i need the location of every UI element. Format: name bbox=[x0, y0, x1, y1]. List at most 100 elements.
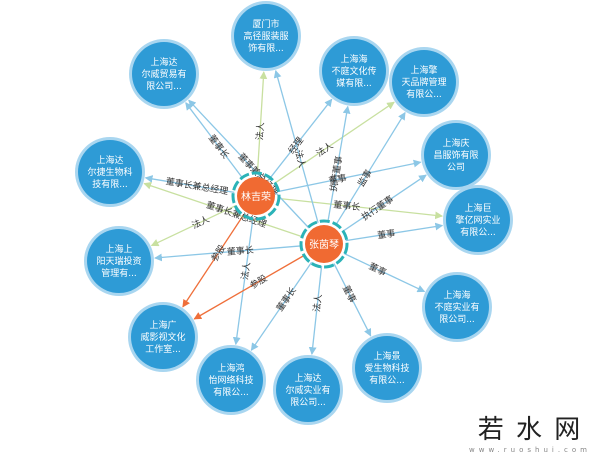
company-label-line: 公司 bbox=[447, 162, 465, 173]
company-label-line: 阳天瑞投资 bbox=[96, 255, 141, 267]
edge-p1-c1 bbox=[256, 71, 268, 175]
company-node-c13[interactable]: 上海景爱生物科技有限公... bbox=[352, 333, 422, 403]
company-node-c8[interactable]: 上海上阳天瑞投资管理有... bbox=[84, 226, 154, 296]
company-node-c7[interactable]: 上海巨擎亿网实业有限公... bbox=[443, 185, 513, 255]
company-node-c2[interactable]: 上海达尔威贸易有限公司... bbox=[129, 39, 199, 109]
company-label-line: 饰有限... bbox=[248, 42, 284, 54]
edge-p2-c5 bbox=[143, 182, 304, 238]
company-label-line: 不庭实业有 bbox=[434, 301, 479, 313]
edge-label: 董事 bbox=[367, 260, 388, 279]
person-label: 林吉荣 bbox=[241, 190, 271, 203]
edge-p1-c6 bbox=[277, 159, 422, 193]
edge-p1-c8 bbox=[150, 204, 237, 247]
company-label-line: 上海巨 bbox=[464, 202, 491, 214]
company-label-line: 工作室... bbox=[145, 343, 181, 355]
company-node-c1[interactable]: 厦门市高径服装服饰有限... bbox=[231, 1, 301, 71]
edge-p1-c2 bbox=[185, 102, 244, 179]
edge-p2-c12 bbox=[308, 265, 323, 355]
company-label-line: 怡网络科技 bbox=[208, 374, 253, 386]
edge-p2-c2 bbox=[188, 99, 310, 229]
company-label-line: 技有限... bbox=[92, 178, 128, 190]
company-node-c9[interactable]: 上海海不庭实业有限公司... bbox=[422, 272, 492, 342]
edge-label: 董事长 bbox=[274, 285, 299, 314]
company-node-circle bbox=[131, 305, 195, 369]
edge-p1-c11 bbox=[232, 217, 254, 346]
person-node-p1[interactable]: 林吉荣 bbox=[231, 171, 281, 221]
company-node-circle bbox=[322, 39, 386, 103]
edge-label: 法人 bbox=[239, 261, 253, 280]
edge-labels-layer: 法人董事长经理法人董事长兼总经理董事董事长法人参股法人法人董事兼总经理执行董事监… bbox=[165, 122, 396, 314]
edge-p2-c7 bbox=[345, 222, 444, 242]
edge-p2-c11 bbox=[250, 261, 313, 351]
edge-label: 董事长 bbox=[206, 132, 232, 161]
company-label-line: 高径服装服 bbox=[243, 30, 288, 42]
company-node-circle bbox=[355, 336, 419, 400]
edge-p2-c1 bbox=[273, 69, 319, 223]
edge-p2-c10 bbox=[193, 254, 306, 320]
edges-layer bbox=[143, 69, 444, 355]
edge-label: 董事 bbox=[328, 172, 348, 187]
company-node-c4[interactable]: 上海擎天品牌管理有限公... bbox=[389, 47, 459, 117]
company-label-line: 上海庆 bbox=[442, 137, 469, 149]
edge-label: 董事 bbox=[376, 227, 396, 242]
edge-p1-c10 bbox=[182, 214, 245, 308]
company-label-line: 有限公... bbox=[406, 88, 442, 100]
edge-label: 法人 bbox=[254, 122, 267, 141]
company-node-c3[interactable]: 上海海不庭文化传媒有限... bbox=[319, 36, 389, 106]
person-node-p2[interactable]: 张茵琴 bbox=[299, 219, 349, 269]
company-node-c12[interactable]: 上海达尔威实业有限公司... bbox=[273, 355, 343, 425]
edge-label: 法人 bbox=[292, 149, 308, 170]
company-label-line: 有限公... bbox=[369, 374, 405, 386]
company-node-c5[interactable]: 上海达尔捷生物科技有限... bbox=[75, 137, 145, 207]
company-label-line: 天品牌管理 bbox=[401, 76, 446, 88]
company-label-line: 上海达 bbox=[294, 372, 321, 384]
company-node-circle bbox=[199, 348, 263, 412]
company-label-line: 上海达 bbox=[150, 56, 177, 68]
person-node-ring bbox=[231, 171, 281, 221]
edge-label: 董事长 bbox=[226, 244, 254, 258]
company-node-circle bbox=[446, 188, 510, 252]
company-node-c10[interactable]: 上海广威影视文化工作室... bbox=[128, 302, 198, 372]
edge-p1-c7 bbox=[277, 197, 443, 220]
company-node-c11[interactable]: 上海鸿怡网络科技有限公... bbox=[196, 345, 266, 415]
person-label: 张茵琴 bbox=[309, 239, 339, 251]
company-node-circle bbox=[424, 123, 488, 187]
edge-p1-c3 bbox=[269, 98, 333, 180]
company-label-line: 上海上 bbox=[105, 243, 132, 255]
edge-p2-c9 bbox=[343, 252, 426, 293]
company-label-line: 上海鸿 bbox=[217, 362, 244, 374]
company-node-circle bbox=[87, 229, 151, 293]
edge-label: 法人 bbox=[314, 139, 336, 159]
company-label-line: 尔威贸易有 bbox=[141, 68, 186, 80]
company-label-line: 不庭文化传 bbox=[331, 65, 376, 77]
company-node-circle bbox=[392, 50, 456, 114]
company-node-circle bbox=[132, 42, 196, 106]
edge-label: 董事长 bbox=[333, 198, 361, 213]
watermark-subtext: www.ruoshui.com bbox=[469, 446, 591, 454]
company-label-line: 昌服饰有限 bbox=[433, 149, 478, 161]
company-node-circle bbox=[425, 275, 489, 339]
person-node-ring bbox=[299, 219, 349, 269]
company-node-circle bbox=[78, 140, 142, 204]
edge-p2-c13 bbox=[333, 263, 372, 337]
company-label-line: 威影视文化 bbox=[140, 331, 185, 343]
company-node-circle bbox=[276, 358, 340, 422]
edge-p2-c4 bbox=[335, 111, 406, 226]
company-label-line: 上海海 bbox=[443, 289, 470, 301]
company-label-line: 厦门市 bbox=[252, 18, 279, 30]
company-label-line: 擎亿网实业 bbox=[455, 214, 500, 226]
edge-p1-c5 bbox=[144, 175, 235, 194]
edge-label: 董事 bbox=[340, 283, 359, 304]
person-node-circle bbox=[237, 177, 275, 215]
company-label-line: 有限公... bbox=[213, 386, 249, 398]
company-label-line: 媒有限... bbox=[336, 77, 372, 89]
watermark: 若 水 网 www.ruoshui.com bbox=[469, 415, 591, 454]
edge-p2-c3 bbox=[327, 105, 351, 223]
edge-label: 法人 bbox=[311, 293, 325, 312]
company-label-line: 上海海 bbox=[340, 53, 367, 65]
edge-p2-c6 bbox=[341, 174, 427, 233]
company-label-line: 有限公... bbox=[460, 226, 496, 238]
